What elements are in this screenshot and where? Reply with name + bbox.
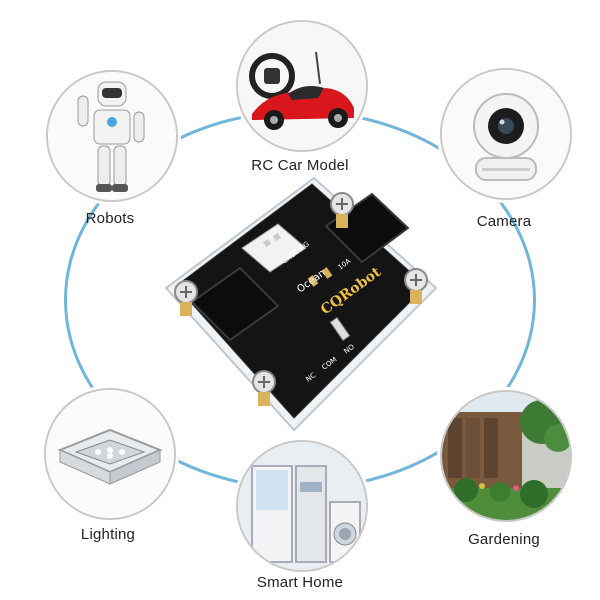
gardening-bubble: [440, 390, 572, 522]
rc-car-icon: [238, 22, 366, 150]
rc-car-bubble: [236, 20, 368, 152]
robot-icon: [48, 72, 176, 200]
robot-bubble: [46, 70, 178, 202]
garden-icon: [442, 392, 570, 520]
camera-icon: [442, 70, 570, 198]
lighting-bubble: [44, 388, 176, 520]
camera-label: Camera: [476, 213, 532, 230]
appliance-icon: [238, 442, 366, 570]
smart-home-bubble: [236, 440, 368, 572]
rc-car-label: RC Car Model: [251, 157, 349, 174]
gardening-label: Gardening: [468, 531, 540, 548]
camera-bubble: [440, 68, 572, 200]
relay-board-illustration: CQRobot Ocean GND VCC SIG 10A NC COM NO: [164, 176, 438, 432]
lighting-label: Lighting: [80, 526, 136, 543]
smart-home-label: Smart Home: [256, 574, 344, 591]
relay-module: CQRobot Ocean GND VCC SIG 10A NC COM NO: [160, 168, 440, 438]
robot-label: Robots: [85, 210, 135, 227]
chandelier-icon: [46, 390, 174, 518]
